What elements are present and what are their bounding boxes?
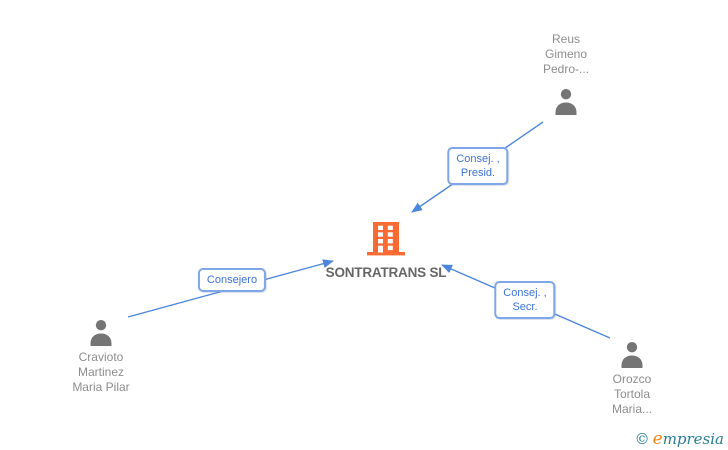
edge-label-line: Consejero — [206, 274, 258, 286]
node-person-orozco[interactable]: Orozco Tortola Maria... — [572, 340, 692, 417]
edge-label-secr: Consej. , Secr. — [494, 281, 556, 319]
person-name: Reus Gimeno Pedro-... — [542, 32, 590, 76]
edge-label-consejero: Consejero — [197, 268, 267, 292]
node-person-cravioto[interactable]: Cravioto Martinez Maria Pilar — [41, 318, 161, 395]
person-name: Cravioto Martinez Maria Pilar — [72, 350, 130, 394]
empresia-logo: ©empresia — [634, 429, 724, 449]
edge-label-line: Presid. — [460, 167, 496, 179]
node-person-reus[interactable]: Reus Gimeno Pedro-... — [506, 32, 626, 115]
building-icon — [366, 222, 406, 263]
person-icon — [552, 87, 580, 115]
edge-label-presid: Consej. , Presid. — [447, 147, 509, 185]
person-name: Orozco Tortola Maria... — [611, 372, 652, 416]
person-icon — [87, 318, 115, 346]
edge-label-line: Consej. , — [456, 153, 500, 165]
edge-label-line: Secr. — [512, 301, 538, 313]
copyright-icon: © — [634, 430, 650, 448]
edge-label-line: Consej. , — [503, 287, 547, 299]
company-name: SONTRATRANS SL — [325, 265, 447, 280]
node-company-sontratrans[interactable]: SONTRATRANS SL — [316, 222, 456, 281]
person-icon — [618, 340, 646, 368]
